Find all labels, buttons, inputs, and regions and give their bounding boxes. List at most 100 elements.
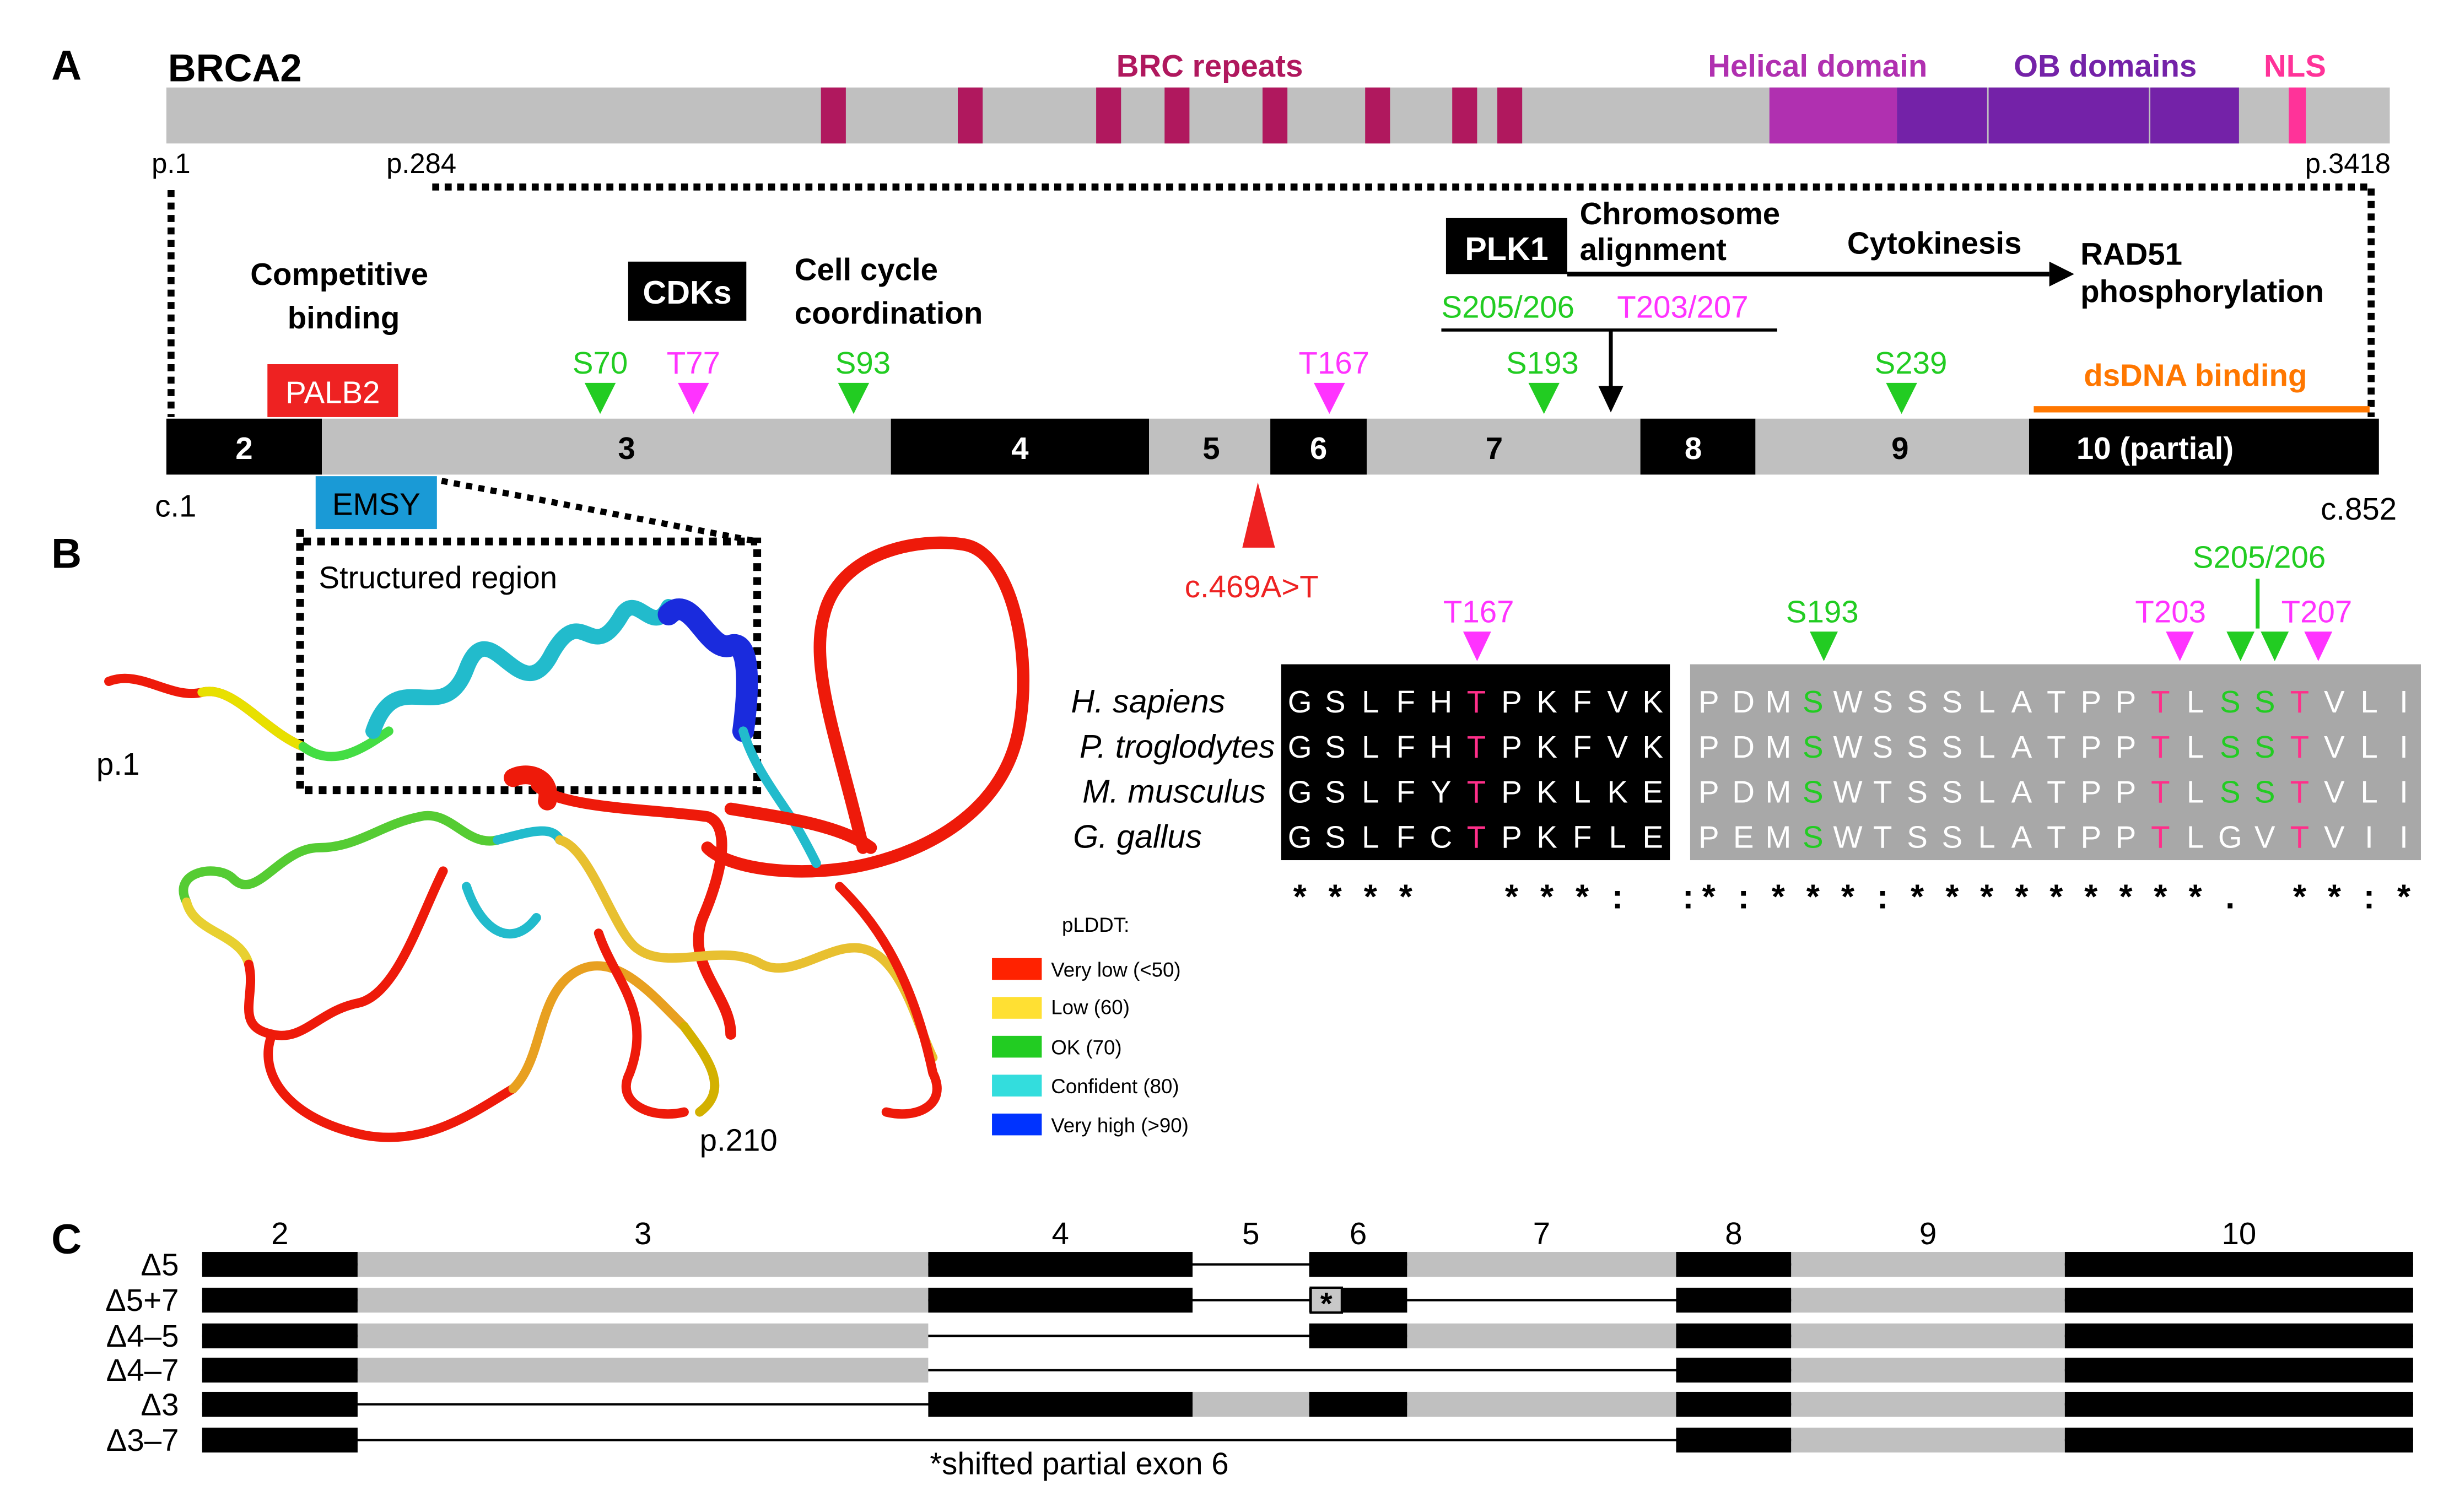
align-label-t207: T207 [2281,594,2353,629]
residue: I [2399,775,2408,809]
residue: K [1536,730,1557,764]
align-marker-s205 [2226,631,2255,661]
residue: F [1573,684,1592,719]
shifted-exon6-star: * [1320,1286,1333,1321]
brc-repeat [958,87,983,144]
conservation-symbol: * [1364,878,1378,916]
structure-end-label: p.210 [700,1123,778,1158]
residue: W [1833,819,1863,854]
residue: S [1325,730,1346,764]
plk1-site-arrowhead [1598,386,1623,413]
conservation-symbol: : [1738,878,1749,916]
residue: P [2080,730,2101,764]
brc-repeat [1096,87,1121,144]
helical-domain-label: Helical domain [1708,48,1927,83]
isoform-exon-block [202,1252,358,1277]
palb2-badge [267,364,398,417]
exon-3 [322,418,891,475]
residue: S [2254,775,2275,809]
residue: L [2187,684,2204,719]
helical-domain [1769,87,1897,144]
residue: S [1803,819,1824,854]
residue: V [1607,684,1628,719]
residue: T [2151,775,2170,809]
residue: I [2399,730,2408,764]
isoform-exon-block [1407,1391,1676,1417]
site-marker-s70 [584,382,616,414]
residue: F [1396,775,1415,809]
exon-8 [1640,418,1756,475]
residue: S [1907,819,1928,854]
isoform-label: Δ4–7 [106,1353,179,1387]
residue: W [1833,775,1863,809]
residue: C [1430,819,1453,854]
residue: S [2220,684,2241,719]
residue: V [2254,819,2275,854]
competitive-binding-label: Competitive binding [250,257,437,335]
palb2-label: PALB2 [285,375,380,410]
cdna-start-label: c.1 [155,489,196,523]
isoform-exon-block [2064,1323,2413,1348]
isoform-exon-block [1676,1287,1792,1313]
residue: T [2047,684,2065,719]
residue: G [2218,819,2242,854]
conservation-symbol: : [1612,878,1623,916]
chromosome-alignment-label: Chromosome alignment [1580,196,1789,267]
isoform-label: Δ5 [141,1247,179,1282]
isoform-exon-block [928,1391,1193,1417]
residue: P [1698,819,1719,854]
isoform-exon-block [1407,1252,1676,1277]
residue: G [1288,684,1312,719]
protein-p284-label: p.284 [386,148,456,179]
residue: L [1573,775,1590,809]
align-marker-t207 [2304,631,2333,661]
cdna-end-label: c.852 [2321,492,2397,526]
isoform-exon-block [1193,1391,1309,1417]
conservation-symbol: * [1329,878,1342,916]
align-label-t167: T167 [1443,594,1514,629]
residue: F [1396,819,1415,854]
isoform-exon-number: 10 [2221,1216,2256,1251]
isoform-exon-block [1676,1357,1792,1383]
exon-label: 6 [1310,431,1327,466]
exon-label: 7 [1486,431,1503,466]
residue: T [2047,730,2065,764]
isoform-exon-block [1676,1323,1792,1348]
residue: T [1467,684,1486,719]
residue: S [1325,775,1346,809]
residue: P [1698,684,1719,719]
conservation-symbol: * [1540,878,1554,916]
plk1-arrowhead [2049,261,2074,287]
ob-domains-label: OB domains [2014,48,2197,83]
exon-9 [1755,418,2029,475]
exon-label: 10 (partial) [2076,431,2234,466]
residue: T [2151,684,2170,719]
residue: L [1978,775,1995,809]
residue: A [2011,684,2032,719]
residue: E [1642,775,1663,809]
residue: H [1430,730,1453,764]
conservation-symbol: * [1399,878,1413,916]
conservation-symbol: * [2154,878,2167,916]
site-label-s93: S93 [835,345,891,380]
isoform-exon-number: 2 [271,1216,288,1251]
cdks-badge [628,261,747,321]
conservation-symbol: . [2225,878,2235,916]
residue: S [1941,775,1962,809]
residue: L [2187,775,2204,809]
residue: M [1765,684,1791,719]
residue: T [1873,819,1892,854]
plk1-badge [1445,218,1567,274]
isoform-exon-block [1791,1287,2065,1313]
structured-region-label: Structured region [319,560,557,595]
ob-domain [1988,87,2149,144]
residue: F [1573,819,1592,854]
exon-label: 3 [618,431,635,466]
panel-label-b: B [51,531,82,577]
residue: L [1362,775,1379,809]
residue: D [1732,775,1755,809]
residue: G [1288,775,1312,809]
conservation-symbol: * [2049,878,2063,916]
